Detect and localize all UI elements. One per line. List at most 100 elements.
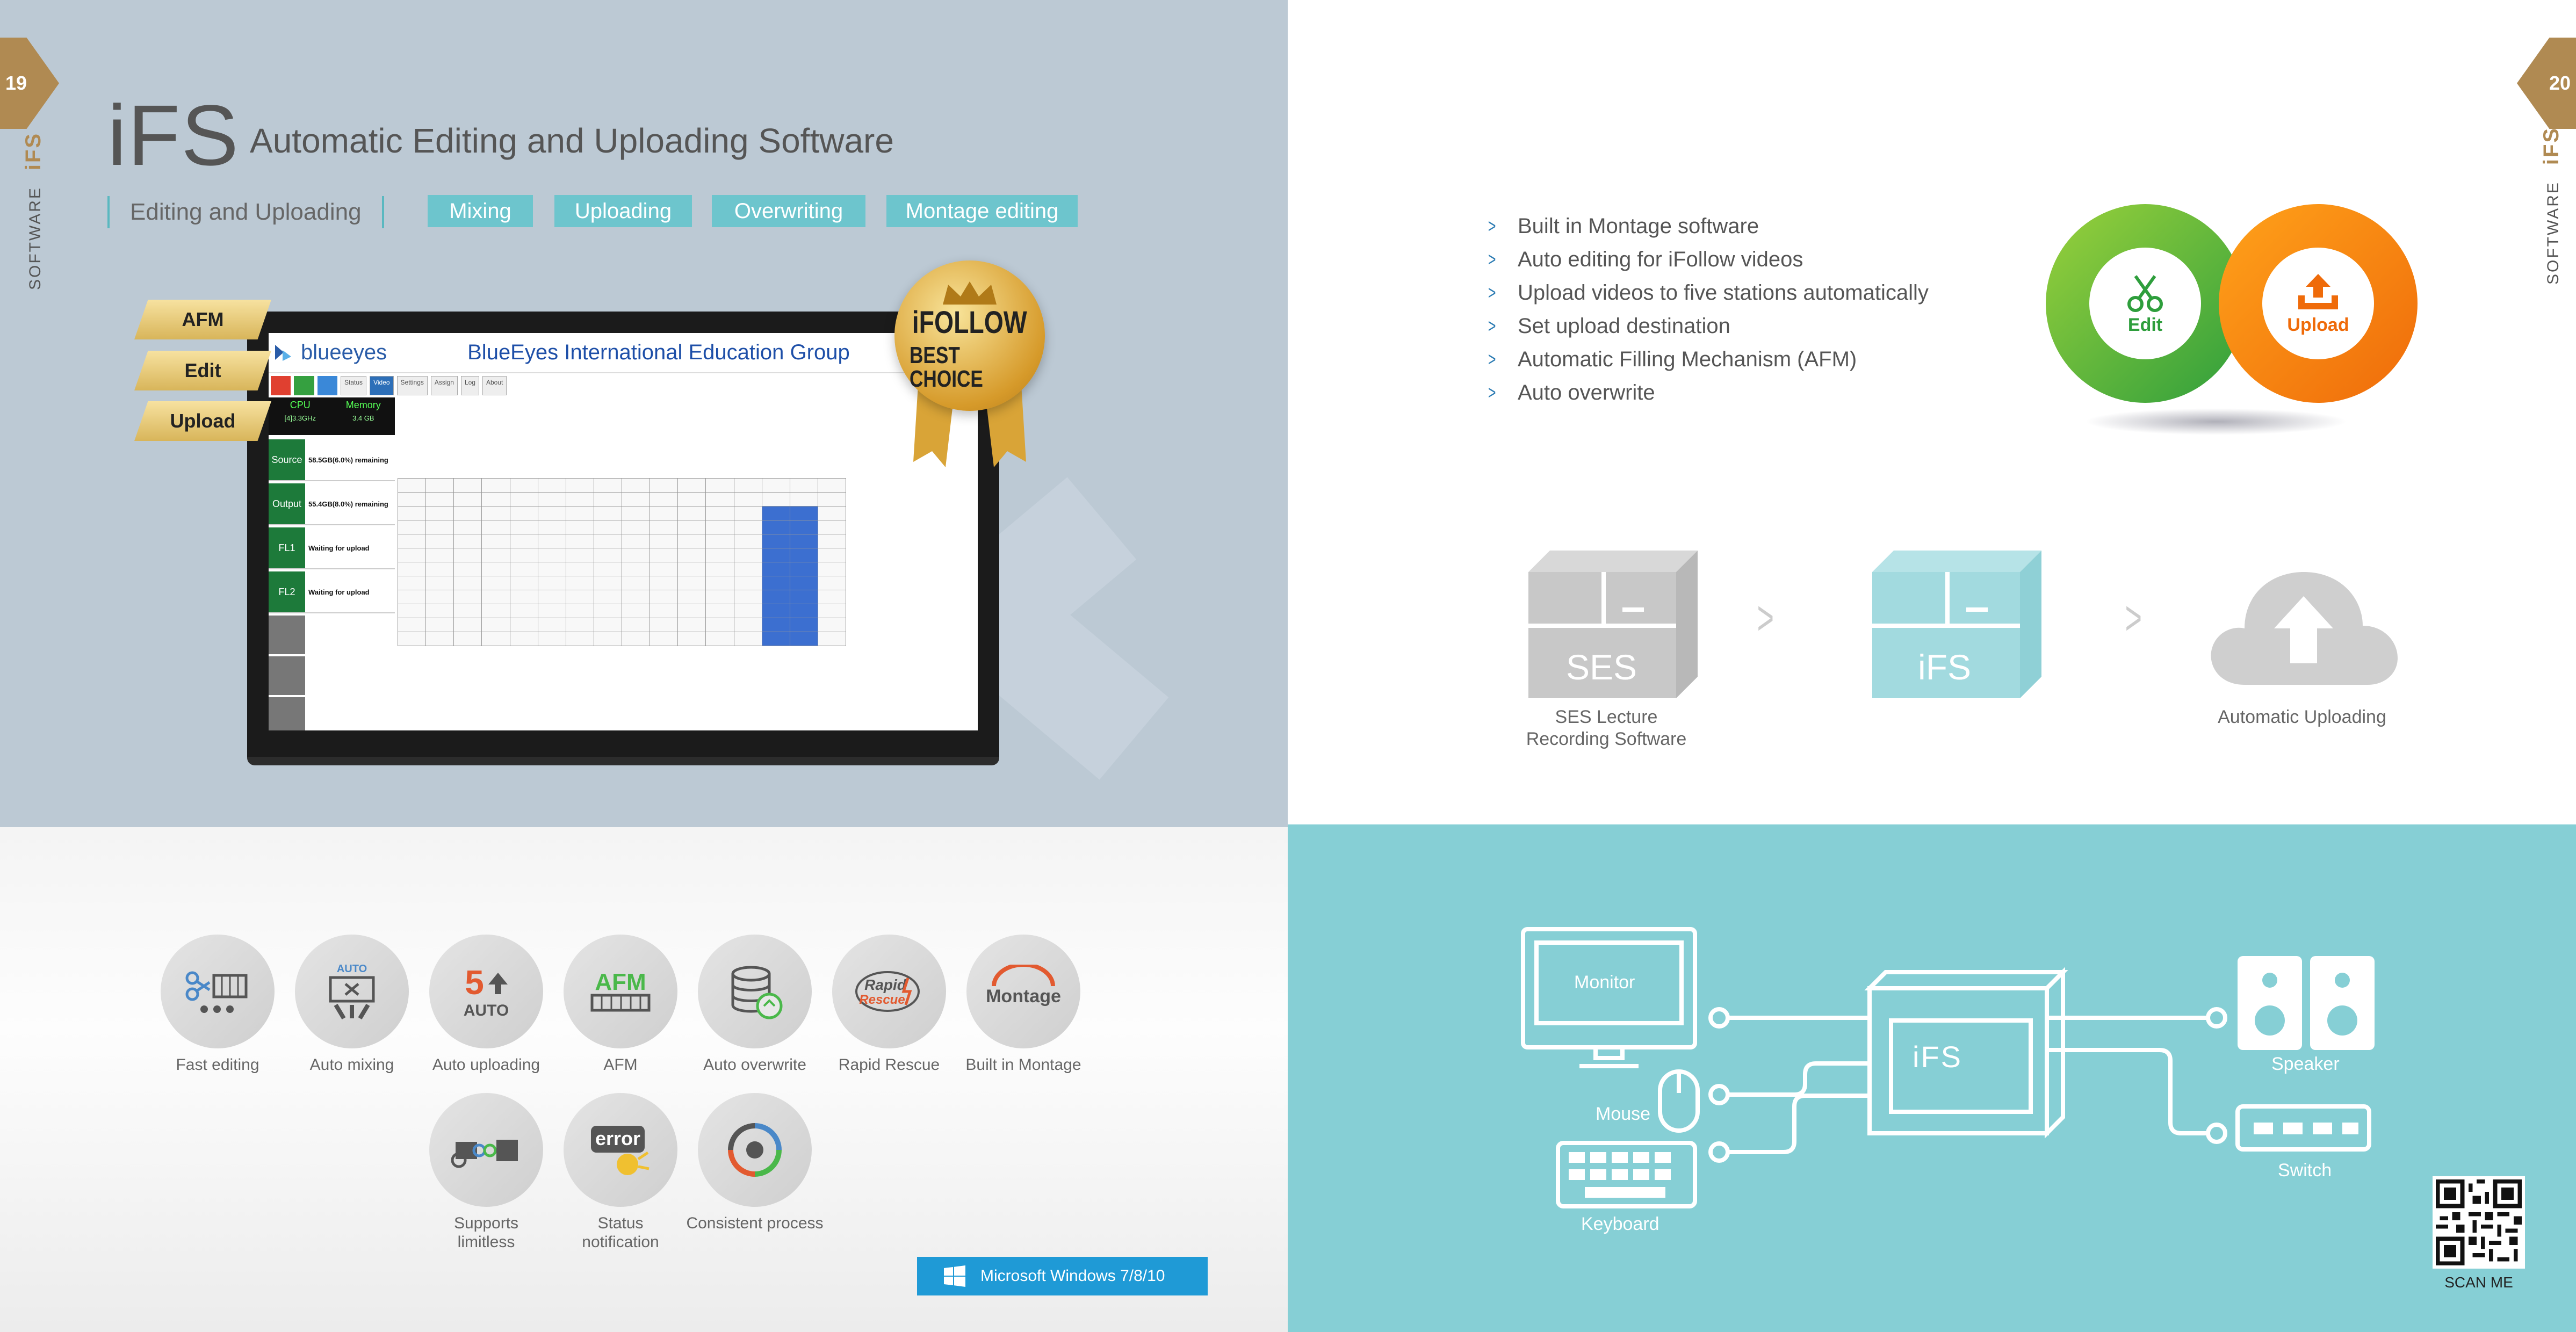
- table-cell: [761, 618, 790, 632]
- table-cell: [593, 562, 623, 576]
- windows-logo-icon: [944, 1265, 965, 1287]
- table-cell: [509, 590, 538, 604]
- database-recycle-icon: [698, 935, 812, 1048]
- table-cell: [565, 506, 594, 520]
- camera-chain-icon: [429, 1093, 543, 1207]
- table-cell: [509, 478, 538, 493]
- table-cell: [621, 506, 651, 520]
- table-cell: [397, 590, 427, 604]
- list-item: >Automatic Filling Mechanism (AFM): [1488, 347, 1857, 371]
- table-cell: [817, 534, 847, 548]
- badge-line-1: iFOLLOW: [912, 305, 1027, 340]
- table-cell: [817, 604, 847, 618]
- table-cell: [677, 478, 706, 493]
- app-tab-assign[interactable]: Assign: [430, 376, 458, 395]
- table-cell: [761, 534, 790, 548]
- table-cell: [509, 632, 538, 646]
- side-brand-label: iFS: [21, 132, 45, 171]
- table-cell: [650, 604, 679, 618]
- speaker-icon: [2238, 956, 2302, 1050]
- table-cell: [481, 632, 510, 646]
- table-cell: [677, 492, 706, 506]
- upload-circle: Upload: [2219, 204, 2418, 403]
- table-cell: [733, 604, 762, 618]
- connection-diagram: [1521, 927, 2375, 1208]
- table-cell: [677, 576, 706, 590]
- table-row: [397, 576, 847, 590]
- page-subtitle: Automatic Editing and Uploading Software: [250, 121, 894, 160]
- table-cell: [425, 520, 454, 534]
- table-cell: [397, 576, 427, 590]
- table-cell: [817, 548, 847, 562]
- table-cell: [425, 534, 454, 548]
- table-cell: [621, 590, 651, 604]
- chevron-right-icon: >: [1488, 348, 1496, 370]
- table-cell: [453, 506, 482, 520]
- windows-compatibility-button: Microsoft Windows 7/8/10: [917, 1257, 1208, 1295]
- ribbon-upload: Upload: [134, 401, 271, 441]
- afm-film-icon: AFM: [564, 935, 677, 1048]
- video-table: [397, 478, 847, 646]
- side-brand-label: iFS: [2539, 126, 2563, 165]
- app-tab-settings[interactable]: Settings: [396, 376, 428, 395]
- feature-afm: AFM AFM: [543, 935, 698, 1075]
- table-cell: [397, 632, 427, 646]
- table-cell: [425, 576, 454, 590]
- table-row: [397, 618, 847, 632]
- table-cell: [761, 632, 790, 646]
- app-tab-status[interactable]: Status: [341, 376, 367, 395]
- table-cell: [621, 492, 651, 506]
- table-cell: [481, 478, 510, 493]
- scissors-film-icon: [161, 935, 275, 1048]
- app-tab-video[interactable]: Video: [370, 376, 394, 395]
- table-cell: [789, 632, 818, 646]
- switch-label: Switch: [2278, 1160, 2332, 1181]
- table-cell: [593, 618, 623, 632]
- table-cell: [705, 632, 734, 646]
- app-tab-log[interactable]: Log: [460, 376, 479, 395]
- app-logo-text: blueeyes: [301, 341, 387, 364]
- table-cell: [537, 534, 566, 548]
- table-cell: [621, 632, 651, 646]
- feature-label: Supports limitless: [453, 1214, 519, 1251]
- table-cell: [733, 548, 762, 562]
- chevron-right-icon: >: [1488, 315, 1496, 337]
- table-cell: [537, 590, 566, 604]
- table-cell: [453, 548, 482, 562]
- table-cell: [565, 576, 594, 590]
- table-cell: [537, 604, 566, 618]
- crown-icon: [943, 281, 997, 305]
- table-cell: [733, 632, 762, 646]
- page-title: iFS: [107, 87, 240, 183]
- table-row: [397, 632, 847, 646]
- app-tab-about[interactable]: About: [482, 376, 507, 395]
- table-cell: [705, 478, 734, 493]
- empty-slot: [269, 616, 305, 654]
- table-cell: [509, 506, 538, 520]
- table-row: [397, 506, 847, 520]
- table-cell: [705, 534, 734, 548]
- table-cell: [481, 604, 510, 618]
- chevron-right-icon: >: [1488, 381, 1496, 403]
- table-cell: [650, 520, 679, 534]
- table-cell: [453, 534, 482, 548]
- divider: [381, 196, 384, 228]
- feature-bullet-list: >Built in Montage software >Auto editing…: [1483, 209, 1929, 409]
- chevron-right-icon: >: [1488, 215, 1496, 237]
- montage-icon: Montage: [966, 935, 1080, 1048]
- feature-supports-limitless: Supports limitless: [408, 1093, 564, 1251]
- table-cell: [453, 478, 482, 493]
- table-cell: [397, 618, 427, 632]
- table-cell: [397, 548, 427, 562]
- subheading: Editing and Uploading: [130, 199, 362, 225]
- table-cell: [817, 632, 847, 646]
- table-cell: [677, 562, 706, 576]
- table-cell: [397, 562, 427, 576]
- table-cell: [565, 562, 594, 576]
- chevron-right-icon: >: [2125, 591, 2142, 645]
- divider: [107, 196, 110, 228]
- table-cell: [425, 632, 454, 646]
